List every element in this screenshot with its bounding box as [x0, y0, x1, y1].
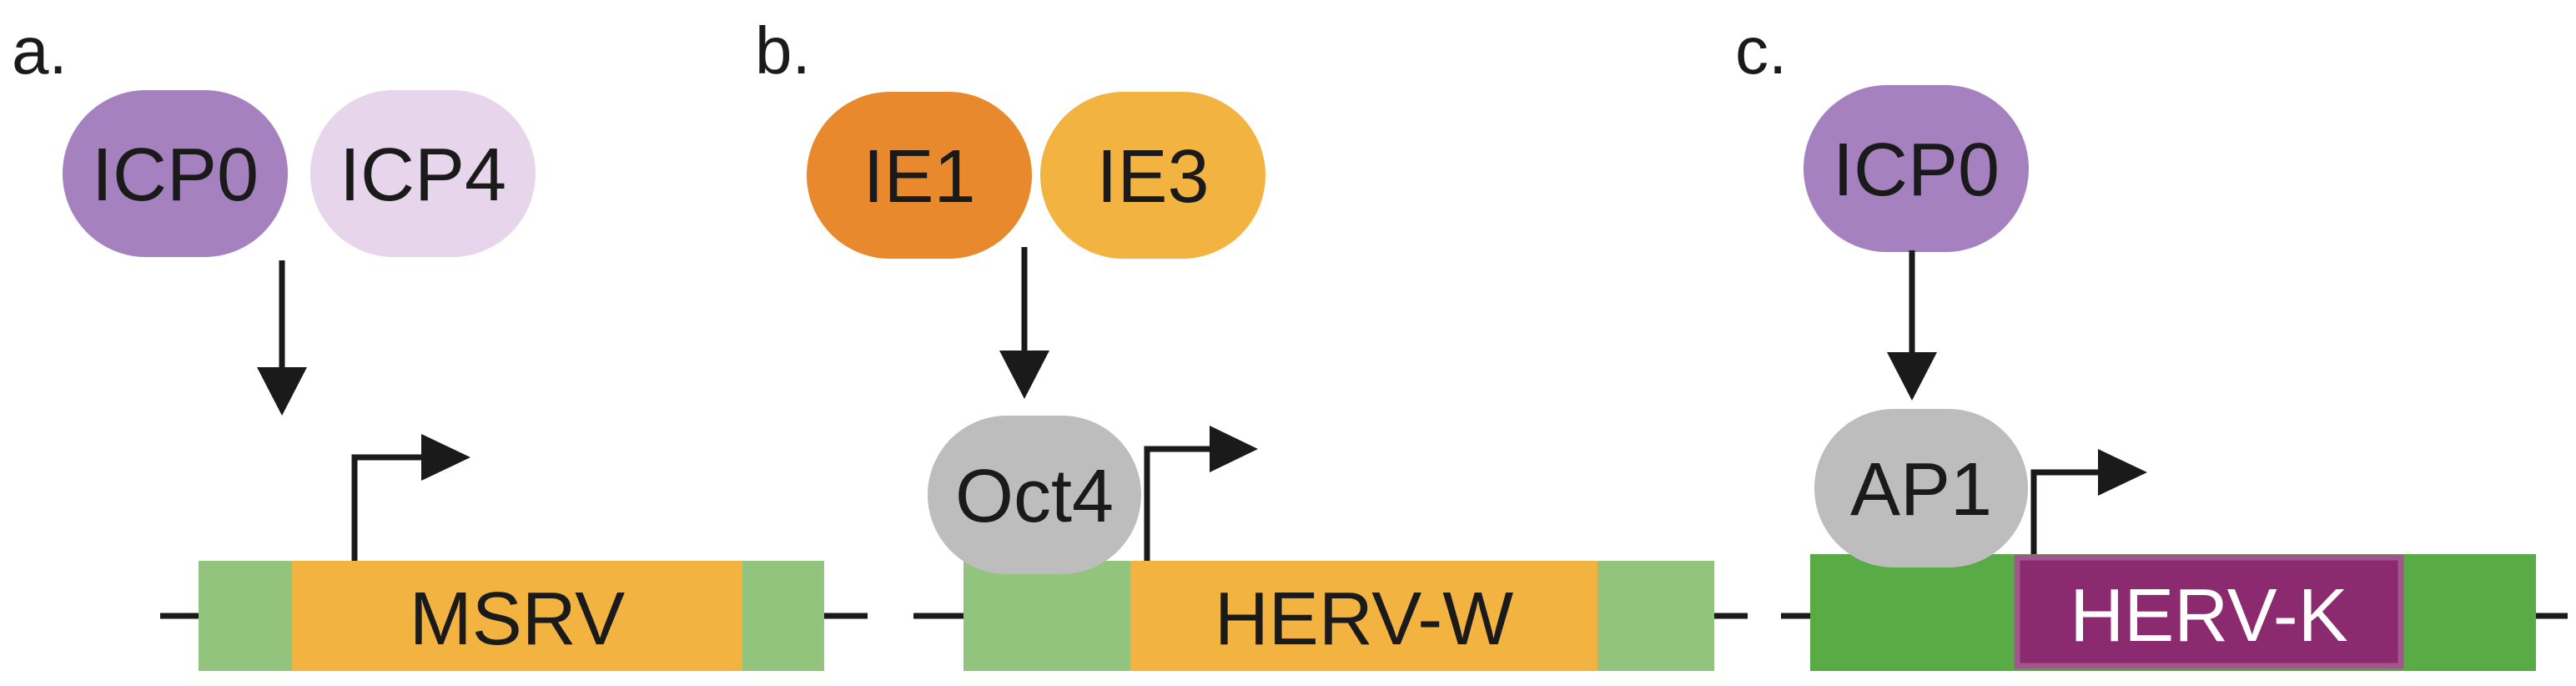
- ie1-label: IE1: [863, 135, 975, 219]
- tss-arrow-c: [2030, 449, 2147, 554]
- panel-c: c. ICP0 HERV-K AP1: [1735, 13, 2568, 671]
- herv-w-gene: HERV-W: [1130, 561, 1597, 671]
- herv-w-label: HERV-W: [1215, 578, 1513, 661]
- tss-arrow-a: [351, 434, 470, 561]
- icp0-label-c: ICP0: [1833, 129, 2000, 212]
- herv-k-label: HERV-K: [2070, 574, 2347, 658]
- oct4-label: Oct4: [955, 455, 1114, 538]
- ap1-factor: AP1: [1814, 409, 2028, 567]
- tss-arrow-b: [1144, 426, 1258, 561]
- ie3-protein: IE3: [1040, 92, 1265, 259]
- icp0-label-a: ICP0: [92, 134, 259, 217]
- panel-a: a. ICP0 ICP4 MSRV: [12, 13, 868, 671]
- herv-k-gene: HERV-K: [2014, 554, 2404, 669]
- oct4-factor: Oct4: [928, 416, 1141, 574]
- panel-b: b. IE1 IE3 HERV-W Oct4: [755, 13, 1748, 671]
- activation-arrow-a: [257, 260, 307, 416]
- activation-arrow-c: [1887, 250, 1937, 401]
- icp4-protein: ICP4: [310, 90, 536, 257]
- panel-c-letter: c.: [1735, 13, 1787, 88]
- ie1-protein: IE1: [807, 92, 1032, 259]
- panel-a-letter: a.: [12, 13, 68, 88]
- icp0-protein-a: ICP0: [63, 90, 288, 257]
- msrv-label: MSRV: [410, 578, 625, 661]
- icp4-label: ICP4: [340, 134, 506, 217]
- msrv-gene: MSRV: [292, 561, 742, 671]
- activation-arrow-b: [999, 247, 1049, 399]
- icp0-protein-c: ICP0: [1804, 85, 2029, 252]
- panel-b-letter: b.: [755, 13, 811, 88]
- ie3-label: IE3: [1096, 135, 1209, 219]
- ap1-label: AP1: [1850, 448, 1992, 532]
